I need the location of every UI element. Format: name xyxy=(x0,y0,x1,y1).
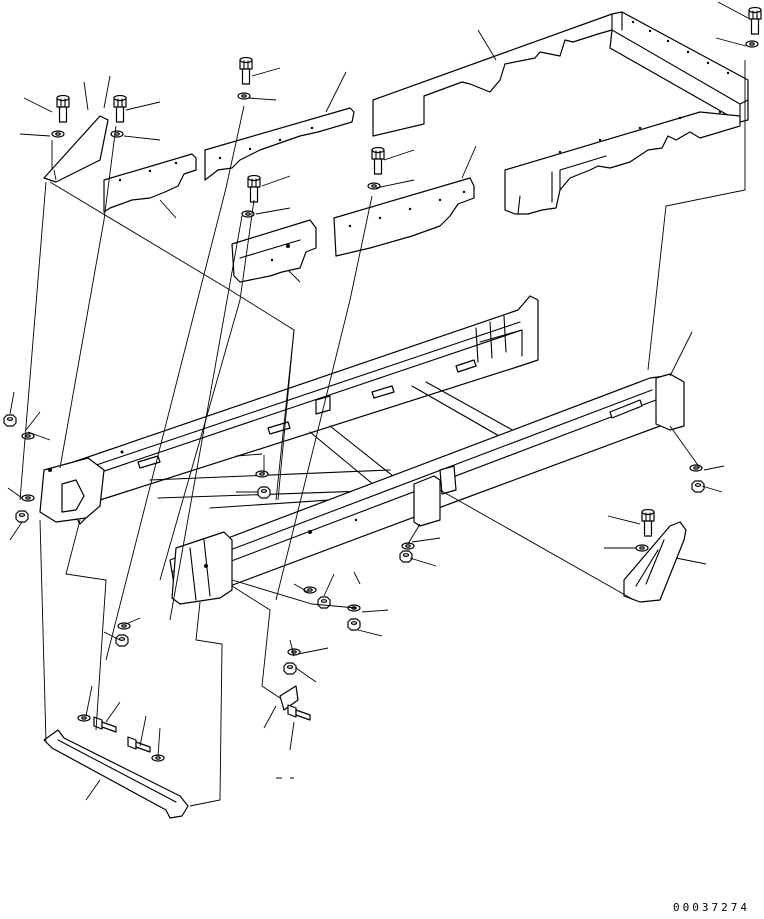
bottom-cross-bar xyxy=(43,729,189,819)
upper-left-bracket-plate xyxy=(103,153,197,213)
side-bolt xyxy=(93,716,117,733)
washer xyxy=(401,542,415,550)
hex-nut xyxy=(15,510,29,523)
left-gusset-triangle xyxy=(43,115,109,183)
side-bolt xyxy=(127,736,151,753)
drawing-number: 00037274 xyxy=(673,901,750,914)
center-cover-plate xyxy=(333,177,475,257)
washer xyxy=(237,92,251,100)
top-right-box-cover xyxy=(372,11,749,215)
washer xyxy=(367,182,381,190)
hex-nut xyxy=(257,486,271,499)
washer xyxy=(21,494,35,502)
washer xyxy=(689,464,703,472)
hex-bolt xyxy=(641,508,655,537)
leader-lines xyxy=(7,1,749,801)
washer xyxy=(110,130,124,138)
hex-nut xyxy=(691,480,705,493)
side-bolt xyxy=(287,704,311,721)
washer xyxy=(151,754,165,762)
hex-bolt xyxy=(239,56,253,85)
hex-nut xyxy=(115,634,129,647)
hex-nut xyxy=(399,550,413,563)
middle-bracket-plate xyxy=(231,219,317,283)
washer xyxy=(51,130,65,138)
fasteners xyxy=(3,6,762,762)
hex-bolt xyxy=(371,146,385,175)
hex-bolt xyxy=(748,6,762,35)
hex-nut xyxy=(347,618,361,631)
hex-bolt xyxy=(247,174,261,203)
main-frame-assembly xyxy=(39,295,685,605)
washer xyxy=(255,470,269,478)
washer xyxy=(745,40,759,48)
small-square-plate xyxy=(279,685,299,711)
hex-bolt xyxy=(56,94,70,123)
washer xyxy=(117,622,131,630)
washer xyxy=(635,544,649,552)
hex-nut xyxy=(283,662,297,675)
hex-bolt xyxy=(113,94,127,123)
hex-nut xyxy=(317,596,331,609)
top-middle-cover-plate xyxy=(204,107,355,181)
assembly-lines xyxy=(19,60,746,807)
washer xyxy=(77,714,91,722)
hex-nut xyxy=(3,414,17,427)
right-triangle-bracket xyxy=(623,521,687,603)
washer xyxy=(241,210,255,218)
washer xyxy=(303,586,317,594)
